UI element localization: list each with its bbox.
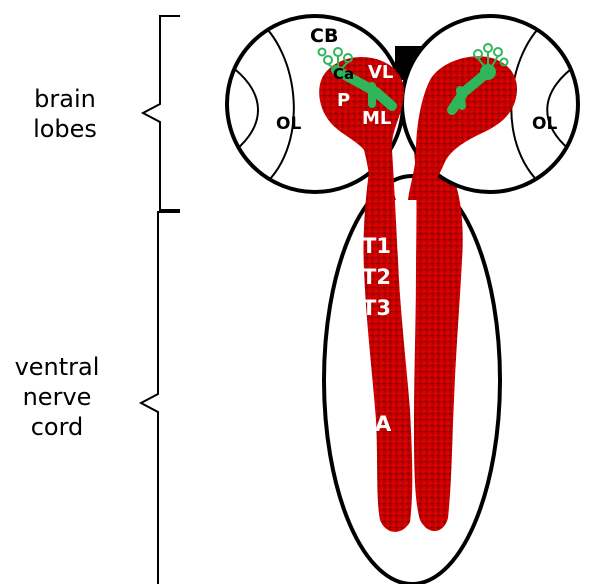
label-a: A [375, 412, 392, 436]
label-t2: T2 [362, 265, 391, 289]
label-vl: VL [368, 62, 393, 83]
label-t1: T1 [362, 234, 391, 258]
brain-bracket [143, 16, 180, 210]
label-ml: ML [362, 108, 391, 129]
label-ca: Ca [333, 65, 354, 83]
label-cb: CB [310, 25, 338, 47]
vnc-bracket [141, 212, 180, 584]
vnc-outline [324, 176, 500, 584]
label-t3: T3 [362, 296, 391, 320]
label-ol-right: OL [532, 114, 557, 134]
label-ol-left: OL [276, 114, 301, 134]
label-p: P [337, 90, 350, 111]
